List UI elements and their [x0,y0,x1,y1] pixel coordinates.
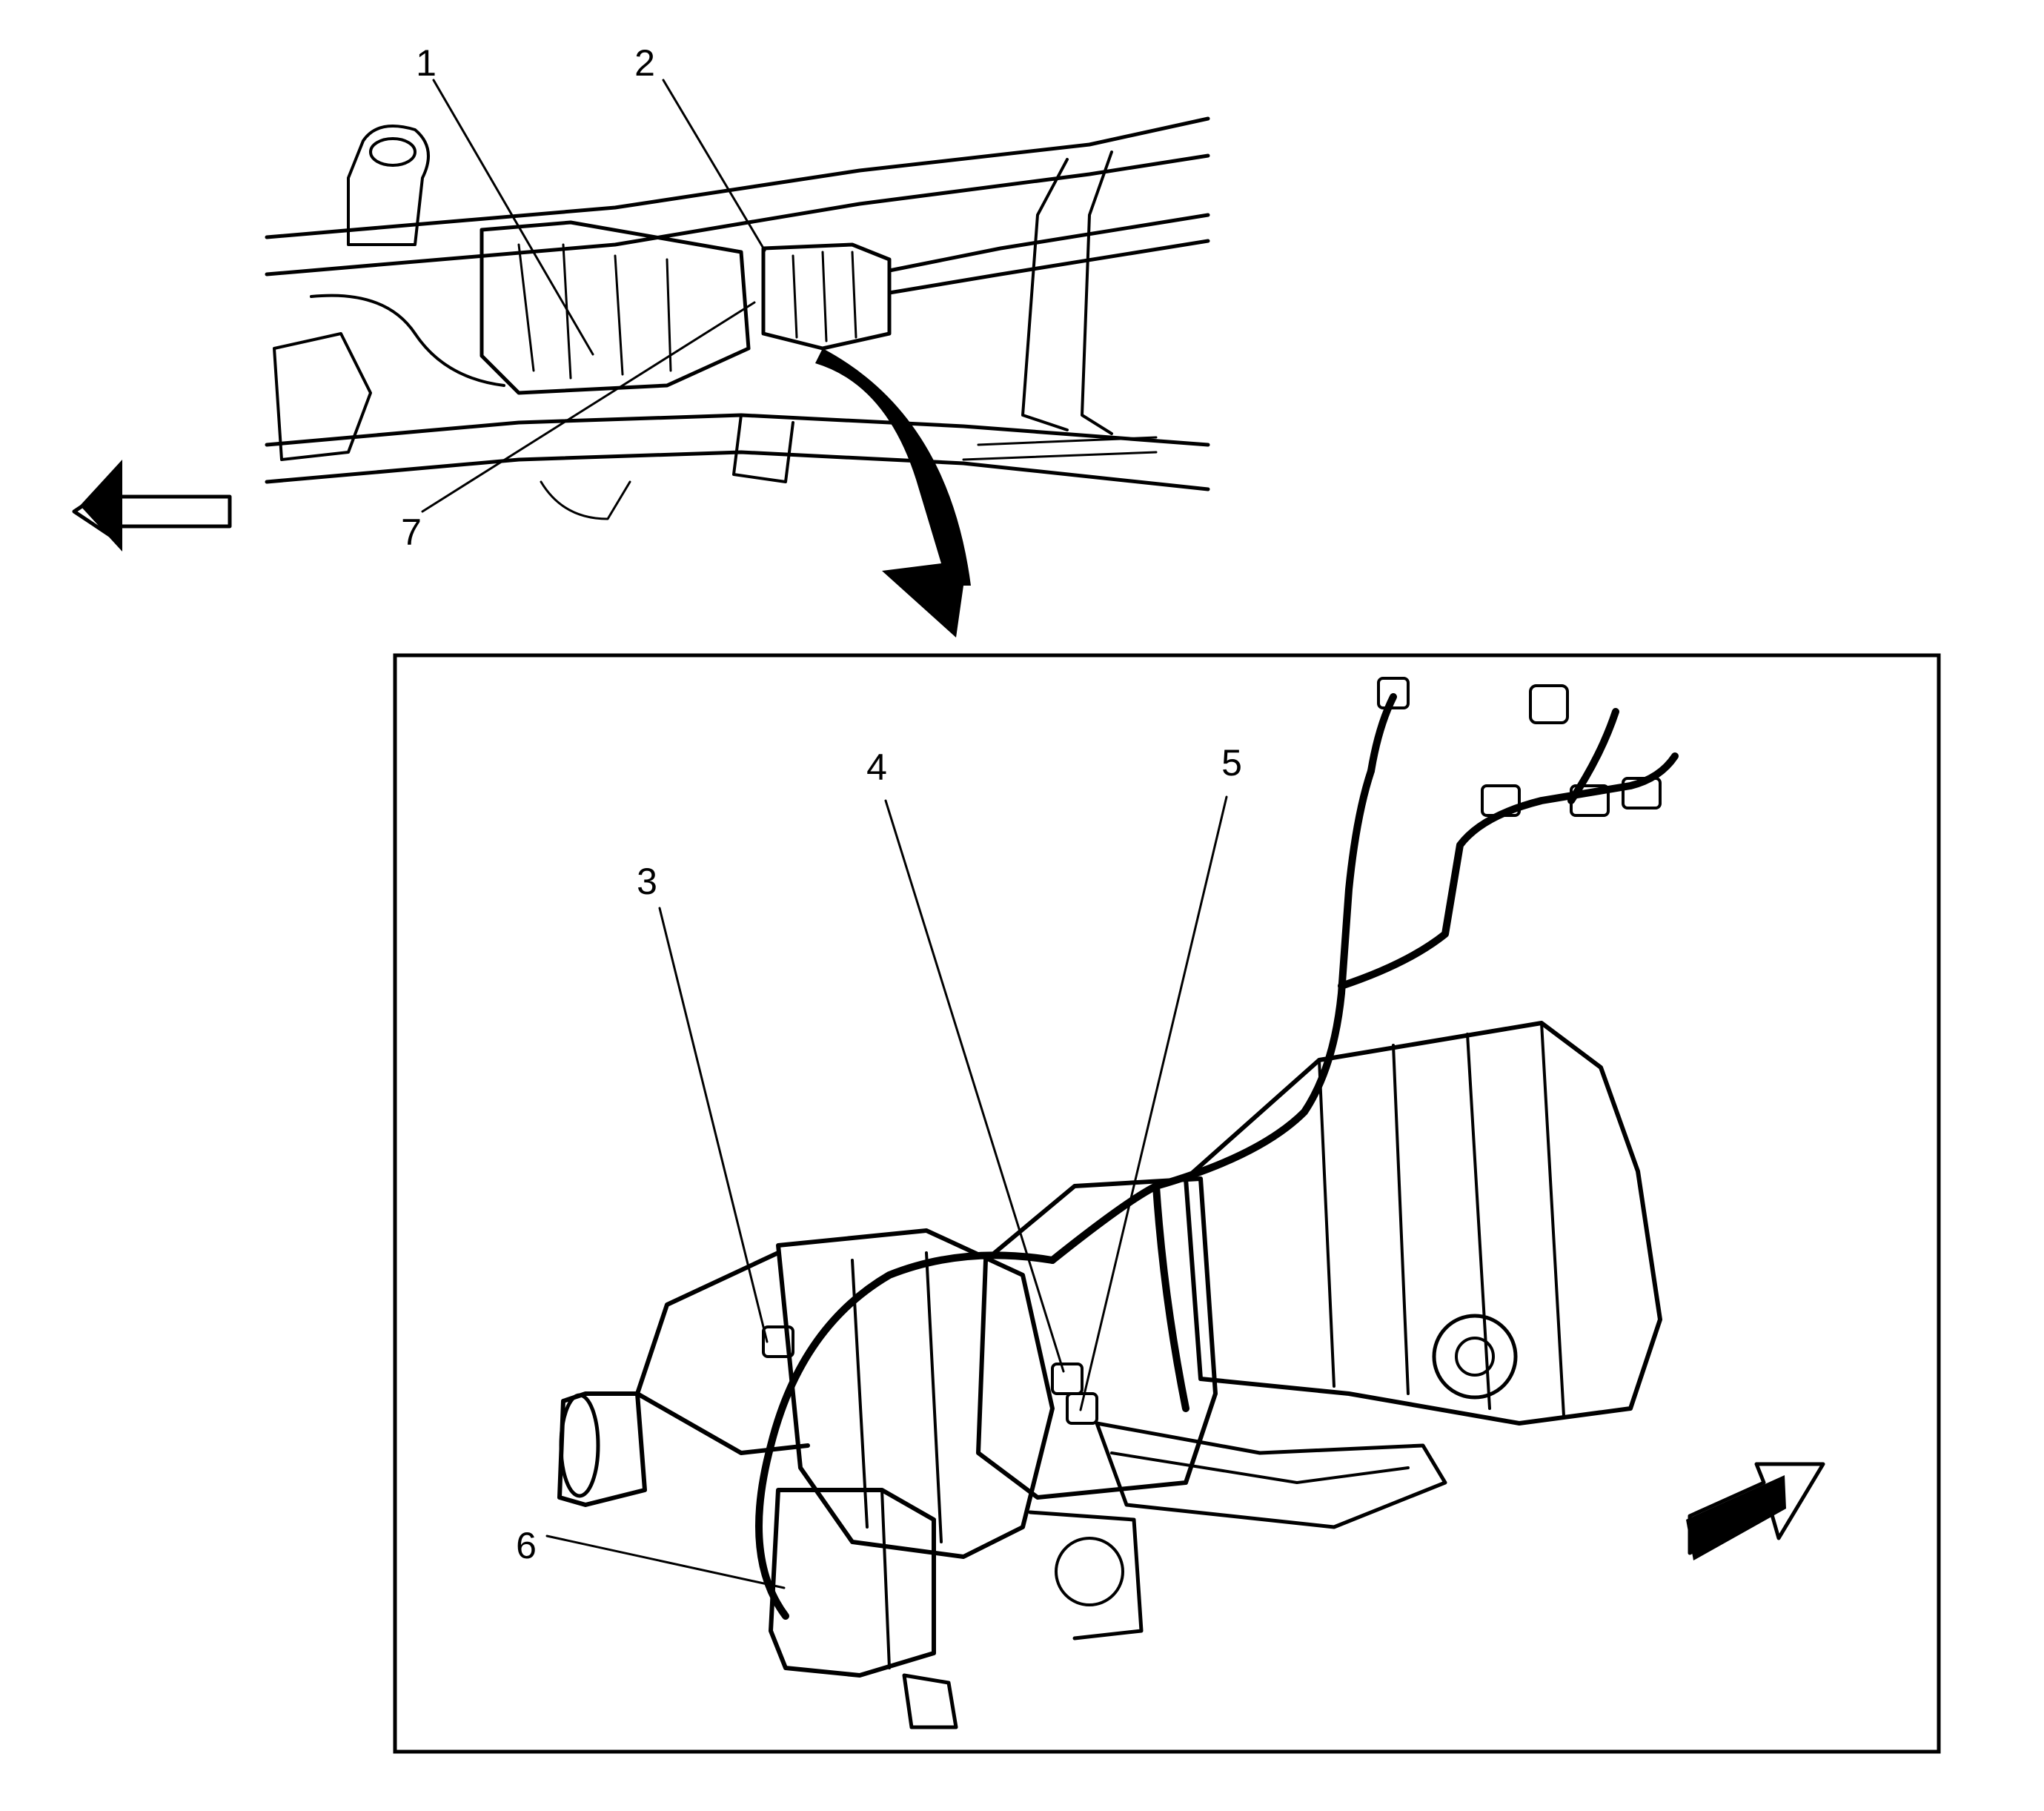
detail-view-frame [393,653,1941,1754]
callout-5: 5 [1221,742,1242,784]
arrow-left-icon [72,460,232,552]
callout-1: 1 [416,42,437,84]
curved-arrow-down-icon [815,348,971,638]
arrow-up-right-icon [1686,1462,1825,1560]
callout-6: 6 [516,1525,537,1566]
leader-lines-detail [545,795,1228,1589]
callout-7: 7 [401,511,422,553]
leader-lines-top [421,79,766,513]
callout-2: 2 [634,42,655,84]
transmission-transfer-case-detail [557,677,1679,1729]
callout-3: 3 [637,861,657,902]
frame-overview [265,116,1210,520]
callout-4: 4 [866,746,887,788]
